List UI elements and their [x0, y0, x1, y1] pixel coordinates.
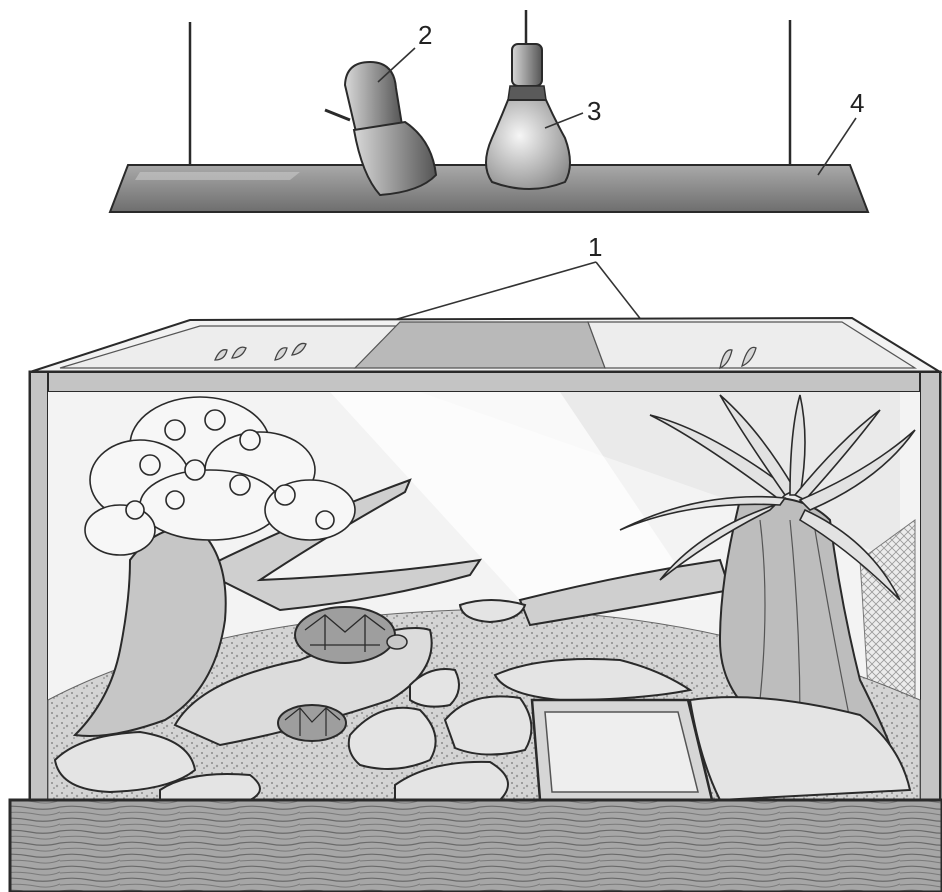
label-cover-panes: 1 [588, 232, 602, 262]
hood-highlight [135, 172, 300, 180]
terrarium-tank [30, 318, 940, 800]
label-heat-bulb: 3 [587, 96, 601, 126]
water-dish [532, 700, 712, 800]
label-light-hood: 4 [850, 88, 864, 118]
tortoise-hiding [278, 705, 346, 741]
label-spot-lamp: 2 [418, 20, 432, 50]
wooden-base [10, 800, 942, 892]
cover-pane-center [355, 322, 605, 368]
light-hood-assembly [110, 10, 868, 212]
heat-bulb [486, 44, 570, 189]
